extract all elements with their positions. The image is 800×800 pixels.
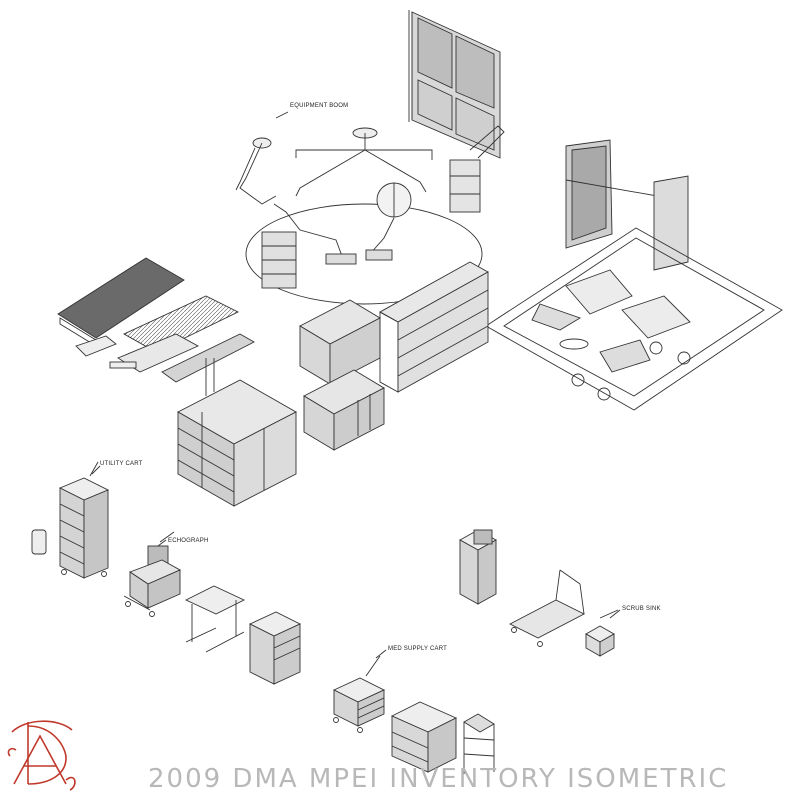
scrub-sink-label: SCRUB SINK — [622, 606, 661, 612]
tall-cabinets — [177, 379, 297, 507]
open-case-cabinet — [390, 701, 458, 773]
wall-shelf — [449, 125, 505, 213]
drawer-cabinet — [248, 611, 302, 685]
equipment-boom — [235, 127, 483, 305]
flat-trolley — [509, 569, 585, 647]
dma-monogram-logo — [7, 720, 76, 791]
base-cabinets — [299, 299, 385, 451]
med-supply-cart-drawing — [332, 655, 386, 733]
utility-cart-drawing — [31, 465, 110, 579]
operating-tables — [57, 257, 255, 396]
scrub-sink-drawing — [585, 609, 619, 657]
equipment-boom-label: EQUIPMENT BOOM — [290, 103, 349, 109]
glass-partition-door — [408, 10, 501, 159]
utility-cart-label: UTILITY CART — [100, 461, 143, 467]
wire-rack — [463, 713, 495, 774]
shelving-units — [379, 261, 489, 393]
operating-room-frame — [485, 139, 783, 411]
med-supply-cart-label: MED SUPPLY CART — [388, 646, 448, 652]
footer-title: 2009 DMA MPEI INVENTORY ISOMETRIC — [148, 764, 729, 794]
echograph-label: ECHOGRAPH — [168, 538, 209, 544]
monitor-stand — [459, 529, 497, 605]
echograph-drawing — [123, 531, 182, 617]
side-table — [184, 585, 246, 653]
